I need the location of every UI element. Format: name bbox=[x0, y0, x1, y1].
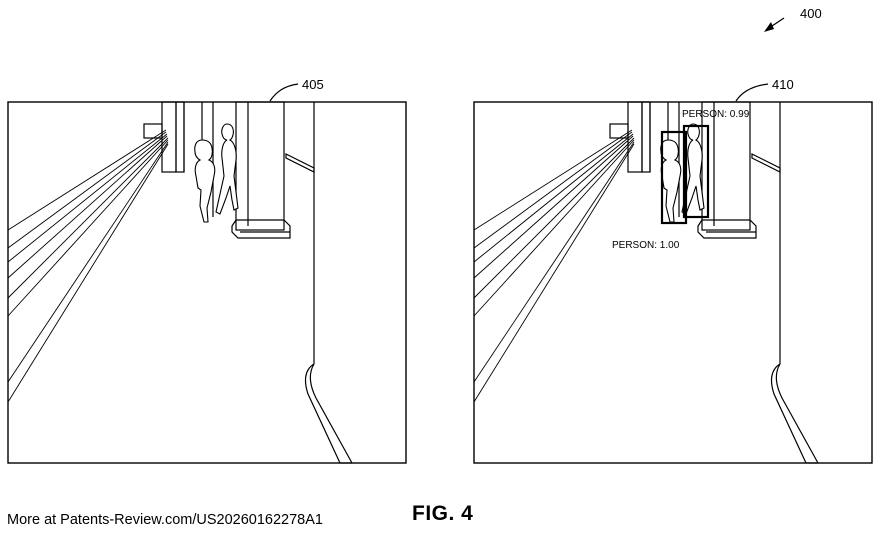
figure-ref-400: 400 bbox=[764, 6, 822, 32]
detection-label-person-099: PERSON: 0.99 bbox=[682, 109, 750, 120]
panel-original-image bbox=[7, 101, 407, 464]
detection-label-person-100: PERSON: 1.00 bbox=[612, 240, 680, 251]
panel-ref-405: 405 bbox=[269, 77, 324, 102]
panel-ref-410: 410 bbox=[735, 77, 794, 102]
ref-label-400: 400 bbox=[800, 6, 822, 21]
bounding-box-person-2 bbox=[682, 124, 710, 219]
bounding-box-person-1 bbox=[660, 130, 688, 225]
panel-detection-image bbox=[473, 101, 873, 464]
ref-label-405: 405 bbox=[302, 77, 324, 92]
ref-label-410: 410 bbox=[772, 77, 794, 92]
figure-title: FIG. 4 bbox=[412, 502, 474, 525]
footer-link-text: More at Patents-Review.com/US20260162278… bbox=[7, 512, 323, 528]
